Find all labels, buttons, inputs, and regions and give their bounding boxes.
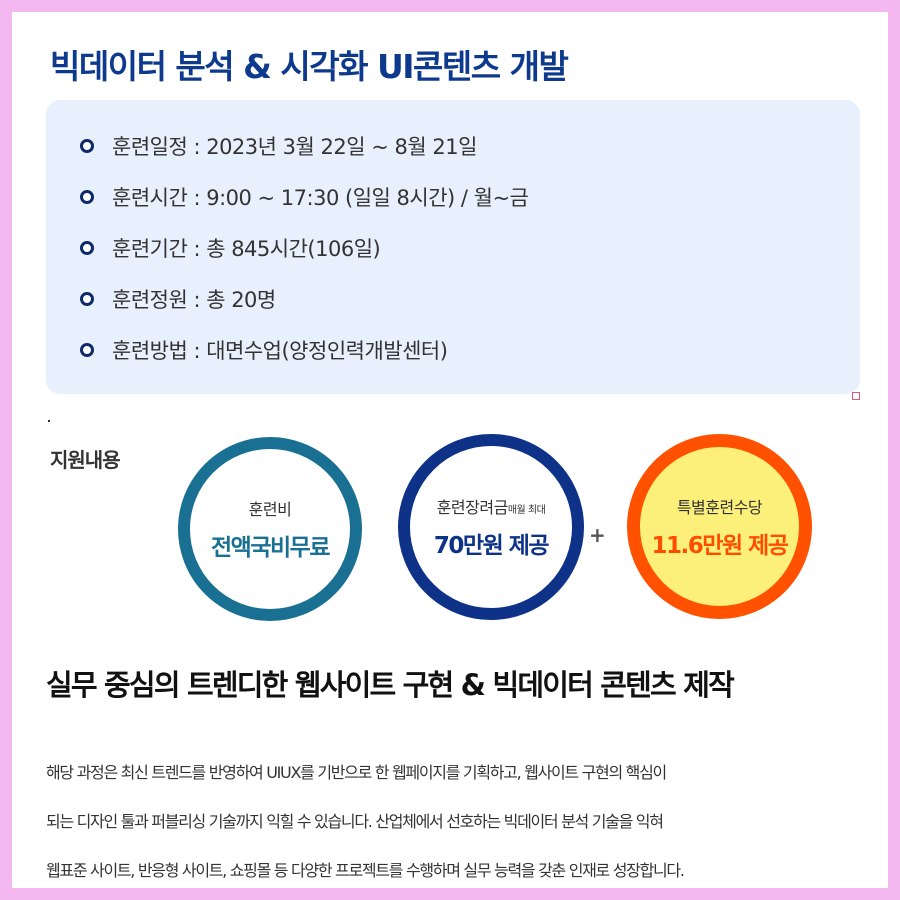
support-circle-special-allowance: 특별훈련수당 11.6만원 제공 xyxy=(627,434,812,619)
page-frame: 빅데이터 분석 & 시각화 UI콘텐츠 개발 훈련일정 : 2023년 3월 2… xyxy=(12,12,888,888)
circle-label-text: 훈련장려금 xyxy=(436,498,509,517)
plus-icon: + xyxy=(589,523,606,547)
circle-label: 특별훈련수당 xyxy=(676,494,763,518)
circle-label-note: 매월 최대 xyxy=(507,505,546,516)
support-section-label: 지원내용 xyxy=(50,448,121,472)
info-item-text: 훈련기간 : 총 845시간(106일) xyxy=(112,236,381,261)
support-circle-training-fee: 훈련비 전액국비무료 xyxy=(178,437,362,621)
info-item-text: 훈련방법 : 대면수업(양정인력개발센터) xyxy=(112,338,448,363)
info-item-duration: 훈련기간 : 총 845시간(106일) xyxy=(80,222,528,273)
bullet-ring-icon xyxy=(80,240,94,255)
dot-mark xyxy=(48,420,50,422)
circle-value: 전액국비무료 xyxy=(211,535,330,561)
info-item-text: 훈련정원 : 총 20명 xyxy=(112,287,276,312)
corner-mark-icon xyxy=(852,392,860,400)
info-item-capacity: 훈련정원 : 총 20명 xyxy=(80,273,528,324)
bullet-ring-icon xyxy=(80,291,94,306)
support-circle-allowance: 훈련장려금매월 최대 70만원 제공 xyxy=(398,434,584,620)
circle-label: 훈련장려금매월 최대 xyxy=(437,494,546,518)
bullet-ring-icon xyxy=(80,342,94,357)
course-description: 해당 과정은 최신 트렌드를 반영하여 UIUX를 기반으로 한 웹페이지를 기… xyxy=(46,748,876,895)
section-headline: 실무 중심의 트렌디한 웹사이트 구현 & 빅데이터 콘텐츠 제작 xyxy=(46,668,735,702)
page-title: 빅데이터 분석 & 시각화 UI콘텐츠 개발 xyxy=(50,47,569,86)
info-item-method: 훈련방법 : 대면수업(양정인력개발센터) xyxy=(80,324,528,375)
info-item-text: 훈련시간 : 9:00 ~ 17:30 (일일 8시간) / 월~금 xyxy=(112,185,529,210)
course-info-list: 훈련일정 : 2023년 3월 22일 ~ 8월 21일 훈련시간 : 9:00… xyxy=(80,120,529,375)
circle-label-text: 특별훈련수당 xyxy=(676,497,763,517)
circle-value: 70만원 제공 xyxy=(433,533,550,559)
description-line: 웹표준 사이트, 반응형 사이트, 쇼핑몰 등 다양한 프로젝트를 수행하며 실… xyxy=(46,861,685,880)
bullet-ring-icon xyxy=(80,189,94,204)
circle-label-text: 훈련비 xyxy=(248,500,292,519)
info-item-text: 훈련일정 : 2023년 3월 22일 ~ 8월 21일 xyxy=(112,134,477,159)
info-item-schedule: 훈련일정 : 2023년 3월 22일 ~ 8월 21일 xyxy=(80,120,528,171)
info-item-hours: 훈련시간 : 9:00 ~ 17:30 (일일 8시간) / 월~금 xyxy=(80,171,529,222)
description-line: 되는 디자인 툴과 퍼블리싱 기술까지 익힐 수 있습니다. 산업체에서 선호하… xyxy=(46,812,664,831)
course-info-box: 훈련일정 : 2023년 3월 22일 ~ 8월 21일 훈련시간 : 9:00… xyxy=(46,100,860,400)
circle-value: 11.6만원 제공 xyxy=(651,532,789,559)
description-line: 해당 과정은 최신 트렌드를 반영하여 UIUX를 기반으로 한 웹페이지를 기… xyxy=(46,763,667,782)
circle-label: 훈련비 xyxy=(249,496,292,520)
bullet-ring-icon xyxy=(80,138,94,153)
